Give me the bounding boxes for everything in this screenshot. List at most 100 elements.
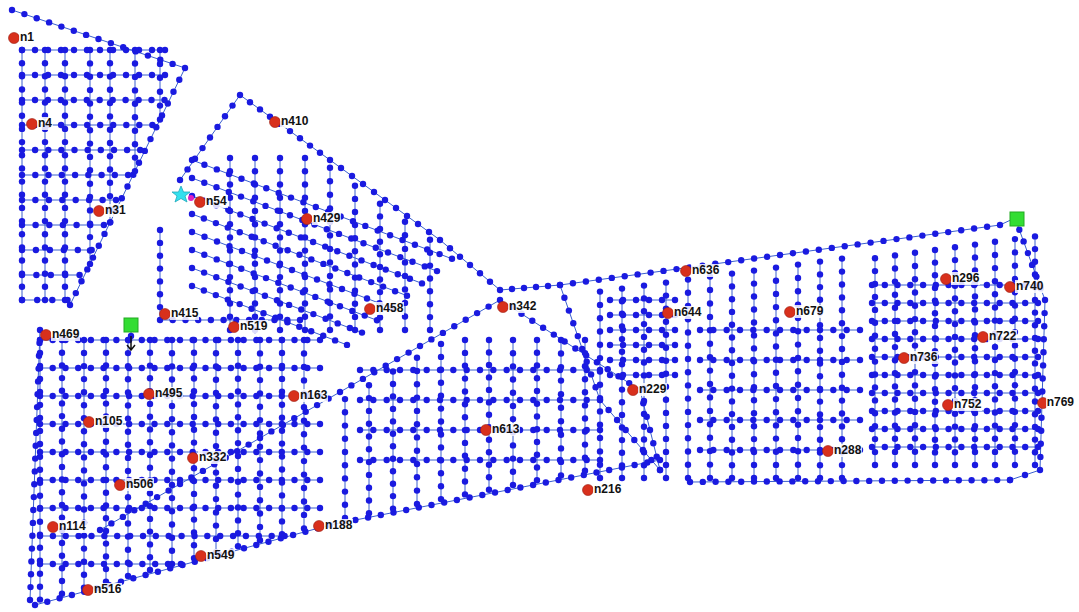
junction-dot <box>136 122 142 128</box>
junction-dot <box>764 387 770 393</box>
junction-dot <box>641 411 647 417</box>
junction-dot <box>450 367 456 373</box>
junction-dot <box>619 450 625 456</box>
junction-dot <box>817 348 823 354</box>
junction-dot <box>352 301 358 307</box>
junction-dot <box>672 357 678 363</box>
junction-dot <box>263 275 269 281</box>
junction-dot <box>646 342 652 348</box>
junction-dot <box>673 266 679 272</box>
junction-dot <box>213 522 219 528</box>
junction-dot <box>952 449 958 455</box>
pipe-line <box>417 358 418 504</box>
junction-dot <box>657 457 663 463</box>
pipe-line <box>513 340 514 485</box>
junction-dot <box>103 553 109 559</box>
junction-dot <box>227 261 233 267</box>
junction-dot <box>257 470 263 476</box>
junction-dot <box>360 240 366 246</box>
junction-dot <box>619 386 625 392</box>
junction-dot <box>544 427 550 433</box>
junction-dot <box>992 291 998 297</box>
junction-dot <box>390 393 396 399</box>
junction-dot <box>19 284 25 290</box>
junction-dot <box>253 477 259 483</box>
junction-dot <box>169 61 175 67</box>
junction-dot <box>892 252 898 258</box>
junction-dot <box>892 292 898 298</box>
junction-dot <box>707 367 713 373</box>
junction-dot <box>358 257 364 263</box>
junction-dot <box>751 293 757 299</box>
junction-dot <box>268 428 274 434</box>
junction-dot <box>932 399 938 405</box>
junction-dot <box>37 467 43 473</box>
junction-dot <box>62 505 68 511</box>
junction-dot <box>477 367 483 373</box>
junction-dot <box>620 297 626 303</box>
junction-dot <box>804 327 810 333</box>
junction-dot <box>302 195 308 201</box>
junction-dot <box>337 303 343 309</box>
junction-dot <box>124 183 130 189</box>
junction-dot <box>228 477 234 483</box>
junction-dot <box>252 221 258 227</box>
junction-dot <box>729 334 735 340</box>
junction-dot <box>952 423 958 429</box>
junction-dot <box>804 387 810 393</box>
junction-dot <box>952 462 958 468</box>
junction-dot <box>436 251 442 257</box>
junction-dot <box>344 270 350 276</box>
junction-dot <box>59 578 65 584</box>
junction-dot <box>279 477 285 483</box>
junction-dot <box>238 176 244 182</box>
junction-dot <box>235 491 241 497</box>
junction-dot <box>933 282 939 288</box>
junction-dot <box>403 507 409 513</box>
junction-dot <box>84 266 90 272</box>
junction-dot <box>81 506 87 512</box>
junction-dot <box>912 435 918 441</box>
junction-dot <box>59 375 65 381</box>
junction-dot <box>240 393 246 399</box>
junction-dot <box>31 494 37 500</box>
junction-dot <box>750 357 756 363</box>
junction-dot <box>582 402 588 408</box>
junction-dot <box>19 297 25 303</box>
junction-dot <box>324 226 330 232</box>
junction-dot <box>256 533 262 539</box>
junction-dot <box>348 382 354 388</box>
junction-dot <box>37 561 43 567</box>
junction-dot <box>1012 249 1018 255</box>
junction-dot <box>394 356 400 362</box>
junction-dot <box>992 252 998 258</box>
junction-dot <box>147 136 153 142</box>
junction-dot <box>410 457 416 463</box>
junction-dot <box>892 344 898 350</box>
junction-dot <box>1032 462 1038 468</box>
junction-dot <box>737 327 743 333</box>
junction-dot <box>177 365 183 371</box>
junction-dot <box>151 337 157 343</box>
junction-dot <box>397 254 403 260</box>
junction-dot <box>438 457 444 463</box>
junction-dot <box>464 427 470 433</box>
junction-dot <box>42 178 48 184</box>
junction-dot <box>177 421 183 427</box>
junction-dot <box>646 327 652 333</box>
junction-dot <box>872 384 878 390</box>
junction-dot <box>920 282 926 288</box>
junction-dot <box>257 350 263 356</box>
junction-dot <box>126 561 132 567</box>
junction-dot <box>147 490 153 496</box>
junction-dot <box>177 177 183 183</box>
junction-dot <box>101 231 107 237</box>
junction-dot <box>85 147 91 153</box>
junction-dot <box>619 349 625 355</box>
junction-dot <box>817 373 823 379</box>
junction-dot <box>139 421 145 427</box>
junction-dot <box>685 448 691 454</box>
junction-dot <box>227 195 233 201</box>
junction-dot <box>317 337 323 343</box>
junction-dot <box>685 409 691 415</box>
